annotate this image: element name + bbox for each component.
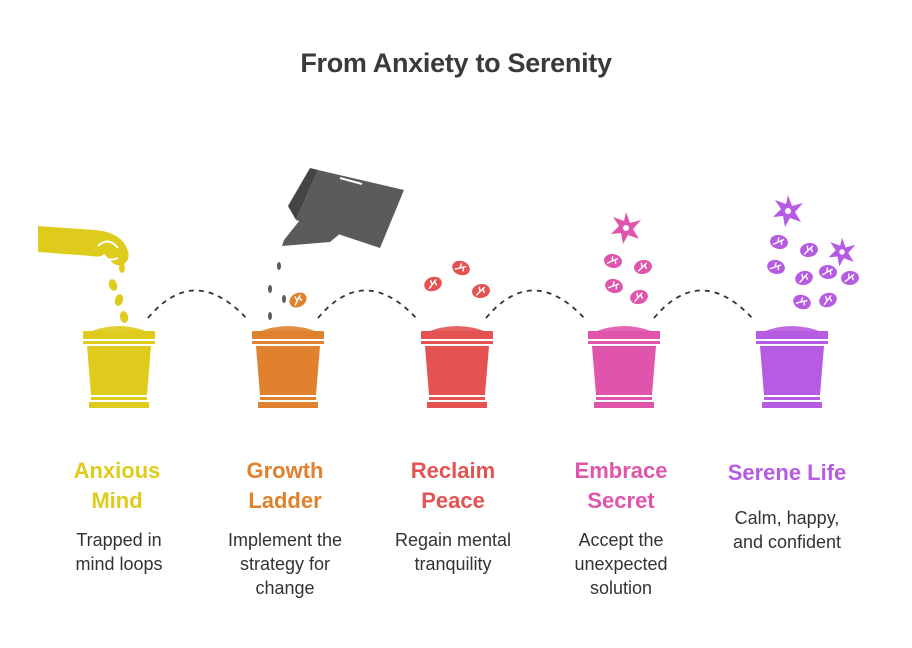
step-2-heading-line-2: Ladder [210,486,360,516]
step-4-heading-line-1: Embrace [546,456,696,486]
connector-arc-4 [654,290,754,320]
pot-5 [756,326,828,408]
step-1-description-line-1: Trapped in [39,528,199,552]
connector-arc-2 [318,290,418,320]
connector-arc-3 [486,290,586,320]
flower-and-leaves-icon [603,212,653,306]
step-2-heading-line-1: Growth [210,456,360,486]
hand-dropping-seeds-icon [38,226,129,324]
step-4-description-line-1: Accept the [541,528,701,552]
pot-3 [421,326,493,408]
step-1-heading-line-2: Mind [42,486,192,516]
step-3-description-line-1: Regain mental [373,528,533,552]
step-5-heading: Serene Life [712,458,862,488]
step-5-description-line-1: Calm, happy, [707,506,867,530]
step-2-description-line-3: change [205,576,365,600]
blooming-flowers-icon [765,195,859,312]
step-5-description: Calm, happy, and confident [707,506,867,554]
watering-can-icon [268,168,404,320]
pot-1 [83,326,155,408]
step-2-description-line-1: Implement the [205,528,365,552]
step-4-heading: Embrace Secret [546,456,696,516]
step-5-description-line-2: and confident [707,530,867,554]
step-3-heading-line-1: Reclaim [378,456,528,486]
pot-4 [588,326,660,408]
step-3-heading: Reclaim Peace [378,456,528,516]
sprouting-leaves-icon [422,258,491,299]
step-5-heading-line-1: Serene Life [712,458,862,488]
connector-arc-1 [148,290,248,320]
step-4-description-line-3: solution [541,576,701,600]
pot-2 [252,326,324,408]
step-1-description: Trapped in mind loops [39,528,199,576]
step-4-description: Accept the unexpected solution [541,528,701,600]
step-4-description-line-2: unexpected [541,552,701,576]
step-1-heading: Anxious Mind [42,456,192,516]
step-4-heading-line-2: Secret [546,486,696,516]
connector-arcs [148,290,754,320]
step-1-heading-line-1: Anxious [42,456,192,486]
step-2-description: Implement the strategy for change [205,528,365,600]
step-3-description-line-2: tranquility [373,552,533,576]
step-2-description-line-2: strategy for [205,552,365,576]
step-3-heading-line-2: Peace [378,486,528,516]
step-1-description-line-2: mind loops [39,552,199,576]
step-2-heading: Growth Ladder [210,456,360,516]
step-3-description: Regain mental tranquility [373,528,533,576]
